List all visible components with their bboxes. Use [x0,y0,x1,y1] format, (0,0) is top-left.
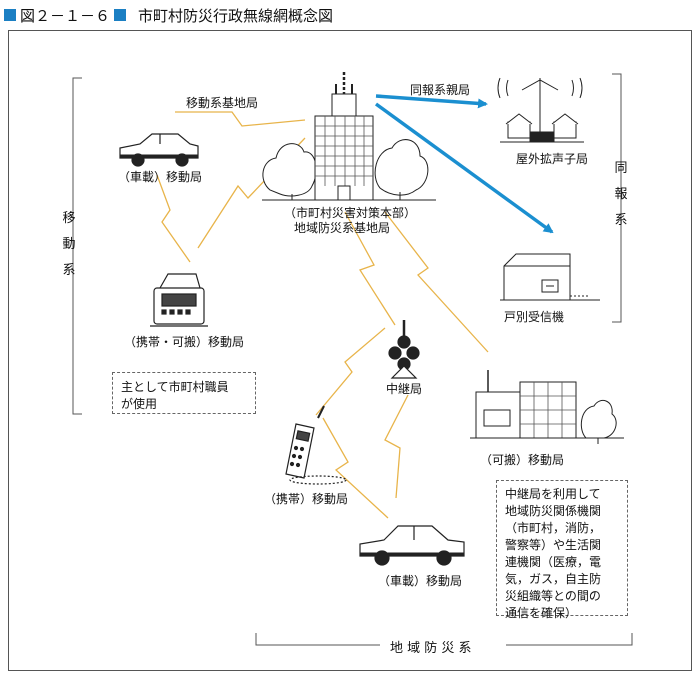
note-relay-use-line: 気，ガス，自主防 [505,572,602,586]
label-broadcast-parent-station: 同報系親局 [410,83,471,97]
broadcast-link-to-loudspeaker [375,94,488,109]
note-relay-use-line: 中継局を利用して [505,487,601,501]
household-receiver-icon [500,253,600,301]
note-staff-use-line: 主として市町村職員 [121,380,229,394]
title-square-left [4,9,16,21]
radio-link-relay-to-vehicle [384,394,409,499]
group-label-broadcast-system-char: 報 [614,187,628,202]
vehicle-bottom-icon [359,525,465,566]
note-relay-use-line: 地域防災関係機関 [505,504,602,518]
loudspeaker-station-icon [497,77,584,143]
group-label-mobile-system-char: 移 [62,211,76,226]
label-hq-line2: 地域防災系基地局 [294,221,391,235]
figure-title: 市町村防災行政無線網概念図 [138,6,334,25]
note-staff-use-line: が使用 [121,397,158,411]
group-label-mobile-system-char: 系 [62,263,76,278]
group-label-broadcast-system: 同 報 系 [614,156,628,234]
note-relay-use-line: （市町村，消防， [505,521,602,535]
label-vehicle-mobile-top: （車載）移動局 [118,170,203,184]
figure-number: 図２－１－６ [20,6,111,25]
hq-building-icon [262,72,436,201]
label-handheld-mobile: （携帯）移動局 [264,492,349,506]
label-relay-station: 中継局 [386,382,423,396]
label-vehicle-mobile-bottom: （車載）移動局 [378,574,463,588]
radio-link-relay-to-handheld [315,327,386,416]
radio-link-hq-to-transportable [384,211,489,353]
note-staff-use: 主として市町村職員 が使用 [112,372,256,414]
group-label-regional-system: 地 域 防 災 系 [390,641,472,656]
label-portable-mobile: （携帯・可搬）移動局 [124,335,245,349]
label-household-receiver: 戸別受信機 [504,310,565,324]
portable-radio-icon [150,273,208,327]
radio-link-vehicle-to-portable [156,174,191,263]
broadcast-link-to-receiver [374,102,554,234]
transportable-station-icon [470,370,624,444]
radio-link-hq-to-relay [344,211,396,326]
group-label-broadcast-system-char: 同 [614,161,628,176]
radio-link-hq-to-mobile-base [175,111,306,127]
diagram-frame [8,30,692,671]
title-square-right [114,9,127,21]
group-label-broadcast-system-char: 系 [614,213,628,228]
note-relay-use-line: 連機関（医療，電 [505,555,602,569]
note-relay-use-line: 警察等）や生活関 [505,538,602,552]
figure-title-bar: 図２－１－６ 市町村防災行政無線網概念図 [4,4,333,26]
handheld-phone-icon [285,405,347,485]
group-label-mobile-system-char: 動 [62,237,76,252]
broadcast-links [374,94,554,234]
note-relay-use: 中継局を利用して 地域防災関係機関 （市町村，消防， 警察等）や生活関 連機関（… [496,480,628,620]
broadcast-system-bracket [612,73,622,323]
vehicle-top-icon [119,133,199,167]
label-transportable-mobile: （可搬）移動局 [480,453,565,467]
regional-system-bracket [255,633,633,646]
note-relay-use-line: 通信を確保） [505,606,578,620]
note-relay-use-line: 災組織等との間の [505,589,601,603]
group-label-mobile-system: 移 動 系 [62,206,76,284]
label-mobile-base-station: 移動系基地局 [186,96,259,110]
mobile-system-bracket [72,77,82,415]
label-outdoor-loudspeaker: 屋外拡声子局 [516,152,589,166]
radio-link-handheld-to-vehicle [322,417,389,519]
label-hq-line1: （市町村災害対策本部） [284,206,417,220]
relay-tower-icon [388,320,420,379]
